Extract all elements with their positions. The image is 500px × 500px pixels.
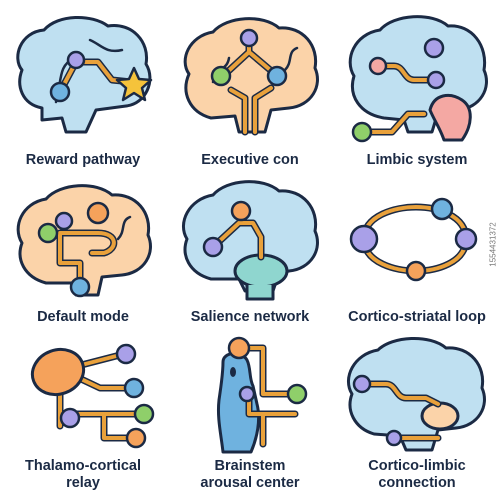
stock-id-text: 1554431372 [488,222,498,267]
cell-limbic-system: Limbic system [334,0,500,168]
cell-brainstem-arousal: Brainstem arousal center [167,334,333,500]
cell-thalamo-cortical-relay: Thalamo-cortical relay [0,334,166,500]
cell-reward-pathway: Reward pathway [0,0,166,168]
label-salience-network: Salience network [190,309,310,325]
cell-executive-control: Executive con [167,0,333,168]
cell-default-mode: Default mode [0,167,166,333]
cell-cortico-limbic: Cortico-limbic connection [334,334,500,500]
thalamo-cortical-relay-icon [30,343,155,449]
label-limbic-system: Limbic system [366,152,468,168]
label-reward-pathway: Reward pathway [25,152,141,168]
brainstem-arousal-icon [217,336,308,454]
label-cortico-limbic-line1: Cortico-limbic [368,458,466,474]
executive-control-icon [183,17,319,136]
label-cortico-limbic-line2: connection [378,475,456,491]
label-thalamo-line2: relay [66,475,100,491]
cortico-striatal-loop-icon [349,197,478,282]
salience-network-icon [181,180,319,301]
label-brainstem-line1: Brainstem [214,458,286,474]
stock-id-watermark: 1554431372 [488,180,498,320]
label-executive-control: Executive con [201,152,299,168]
default-mode-icon [16,184,152,298]
label-cortico-striatal-loop: Cortico-striatal loop [348,309,486,325]
limbic-system-icon [348,15,488,143]
reward-pathway-icon [16,15,153,134]
label-thalamo-line1: Thalamo-cortical [24,458,142,474]
cell-cortico-striatal-loop: Cortico-striatal loop [334,167,500,333]
label-brainstem-line2: arousal center [200,475,300,491]
cell-salience-network: Salience network [167,167,333,333]
cortico-limbic-icon [346,336,486,452]
label-default-mode: Default mode [37,309,129,325]
